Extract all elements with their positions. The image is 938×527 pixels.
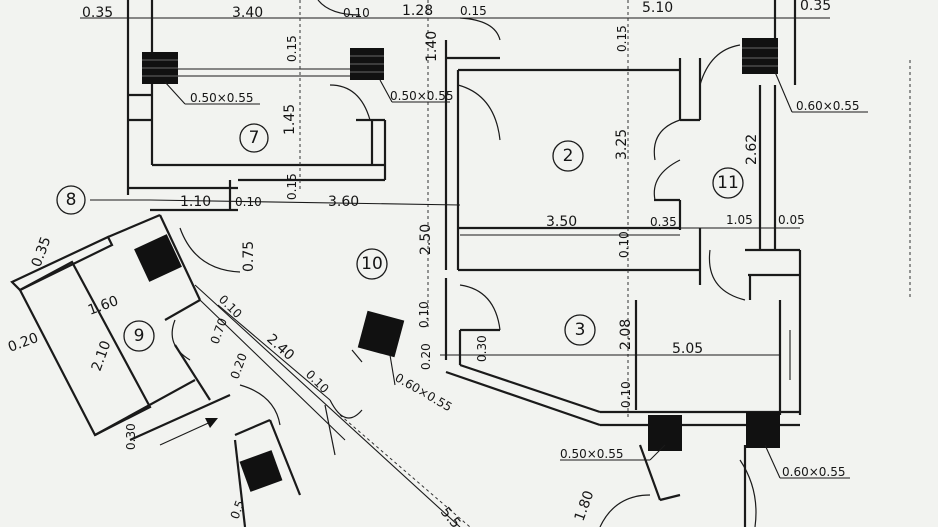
duct-label-3: 0.60×0.55 (796, 99, 860, 113)
dim-top-035b: 0.35 (800, 0, 831, 14)
room-3-label: 3 (575, 320, 586, 340)
dim-v-030: 0.30 (475, 335, 489, 362)
room-2-circle (552, 140, 584, 172)
room-2-label: 2 (563, 146, 574, 166)
dim-v-010d: 0.10 (619, 381, 633, 408)
dim-v-075: 0.75 (241, 241, 257, 272)
dim-h-360: 3.60 (328, 194, 359, 210)
room-8-circle (56, 185, 86, 215)
room-9-circle (123, 320, 155, 352)
dim-v-325: 3.25 (614, 129, 630, 160)
dim-v-180: 1.80 (572, 489, 598, 524)
dim-h-105: 1.05 (726, 213, 753, 227)
room-8-label: 8 (66, 190, 77, 210)
dim-v-020c: 0.20 (419, 343, 433, 370)
room-11-circle (712, 167, 744, 199)
dim-v-145: 1.45 (282, 104, 298, 135)
room-3-circle (564, 314, 596, 346)
dim-v-020b: 0.20 (228, 351, 250, 381)
dim-h-240: 2.40 (263, 331, 297, 364)
axis-lines (90, 0, 911, 527)
room-10-label: 10 (361, 254, 383, 274)
dim-h-505: 5.05 (672, 341, 703, 357)
dim-v-010a: 0.10 (617, 231, 631, 258)
ventilation-ducts (134, 38, 780, 492)
dim-v-070: 0.70 (208, 316, 230, 346)
leader-lines (164, 71, 868, 479)
dim-h-005: 0.05 (778, 213, 805, 227)
doors (171, 0, 757, 527)
dim-h-350: 3.50 (546, 214, 577, 230)
duct-label-2: 0.50×0.55 (390, 89, 454, 103)
walls (10, 0, 830, 527)
duct-label-5: 0.50×0.55 (560, 447, 624, 461)
dim-v-208: 2.08 (618, 319, 634, 350)
room-11-label: 11 (717, 173, 739, 193)
dim-v-210: 2.10 (89, 339, 115, 374)
duct-label-1: 0.50×0.55 (190, 91, 254, 105)
dim-v-030b: 0.30 (124, 423, 138, 450)
room-labels: 7 2 11 8 10 3 9 (56, 123, 744, 352)
dim-v-015b: 0.15 (615, 25, 629, 52)
dim-top-010: 0.10 (343, 6, 370, 20)
dim-v-020: 0.20 (6, 330, 41, 356)
room-10-circle (356, 248, 388, 280)
dim-h-010a: 0.10 (235, 195, 262, 209)
dim-v-05: 0.5 (228, 498, 248, 521)
dim-v-140: 1.40 (424, 31, 440, 62)
dim-h-010b: 0.10 (303, 367, 332, 396)
duct-label-4: 0.60×0.55 (393, 370, 455, 414)
dim-v-015a: 0.15 (285, 35, 299, 62)
dim-v-010c: 0.10 (417, 301, 431, 328)
duct-label-6: 0.60×0.55 (782, 465, 846, 479)
dim-h-55: 5.5 (437, 504, 464, 527)
dim-top-128: 1.28 (402, 3, 433, 19)
dim-v-262: 2.62 (744, 134, 760, 165)
room-9-label: 9 (134, 326, 145, 346)
room-7-circle (239, 123, 269, 153)
room-7-label: 7 (249, 128, 260, 148)
dim-top-015: 0.15 (460, 4, 487, 18)
dimension-labels: 0.35 3.40 0.10 1.28 0.15 5.10 0.35 1.40 … (6, 0, 831, 527)
dim-h-110: 1.10 (180, 194, 211, 210)
dim-h-035: 0.35 (650, 215, 677, 229)
dim-top-035: 0.35 (82, 5, 113, 21)
dim-v-250: 2.50 (418, 224, 434, 255)
dim-v-015c: 0.15 (285, 173, 299, 200)
entry-arrow (159, 418, 218, 446)
dim-top-340: 3.40 (232, 5, 263, 21)
dim-top-510: 5.10 (642, 0, 673, 16)
